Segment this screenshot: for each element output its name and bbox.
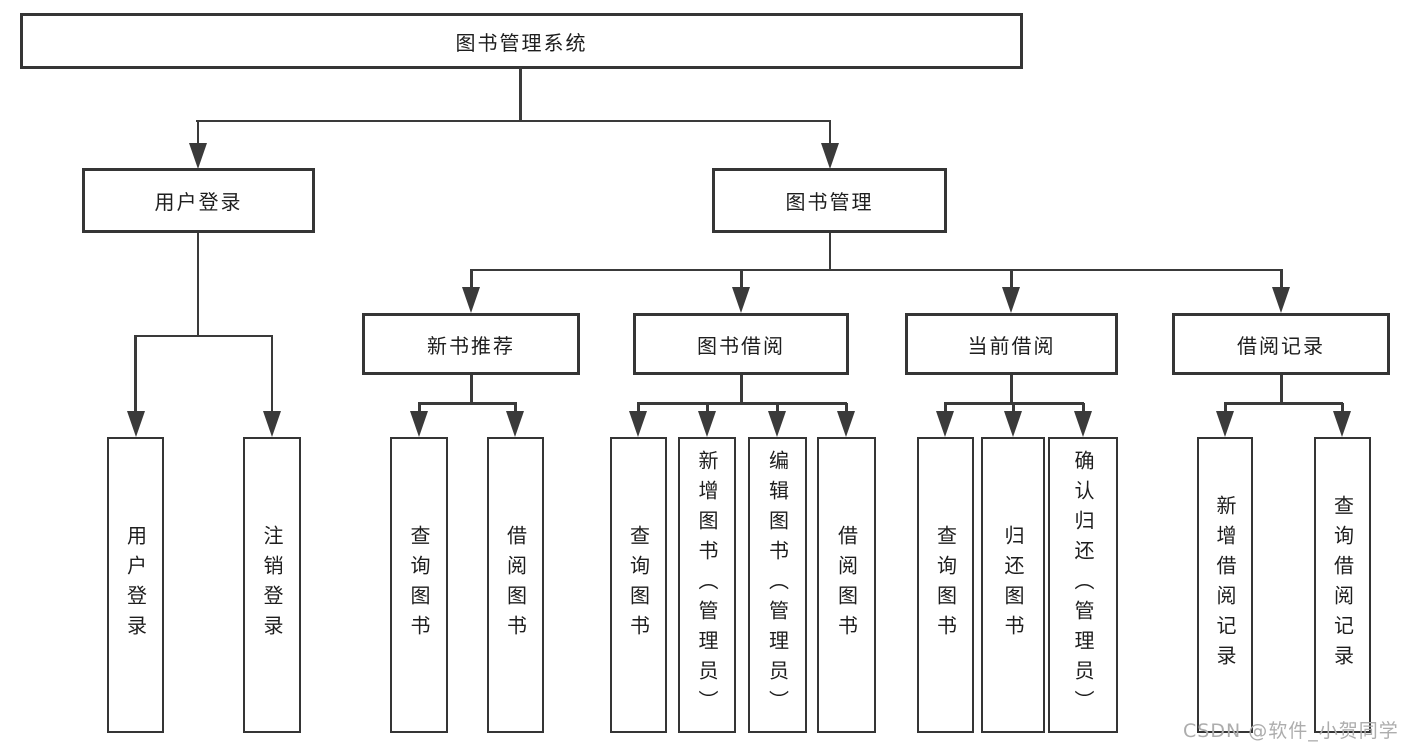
leaf-query-books-recommend: 查询图书 <box>390 437 448 733</box>
node-label: 图书管理系统 <box>455 30 588 55</box>
connector-line <box>636 402 847 405</box>
connector-line <box>1280 375 1283 404</box>
node-label: 新书推荐 <box>427 333 515 358</box>
leaf-label: 查询图书 <box>407 525 431 645</box>
connector-line <box>196 119 831 122</box>
arrowhead-down-icon <box>698 411 716 437</box>
leaf-label: 注销登录 <box>260 525 284 645</box>
node-label: 用户登录 <box>154 190 243 214</box>
leaf-add-book-admin: 新增图书（管理员） <box>678 437 736 733</box>
node-label: 借阅记录 <box>1237 333 1325 358</box>
connector-line <box>1224 403 1227 415</box>
connector-line <box>270 335 273 413</box>
arrowhead-down-icon <box>126 411 145 437</box>
arrowhead-down-icon <box>936 411 954 437</box>
connector-line <box>1012 403 1015 415</box>
connector-line <box>418 403 421 415</box>
arrowhead-down-icon <box>1074 411 1092 437</box>
connector-line <box>740 375 743 404</box>
leaf-label: 新增借阅记录 <box>1213 495 1237 675</box>
leaf-label: 新增图书（管理员） <box>695 450 719 720</box>
connector-line <box>1223 402 1343 405</box>
connector-line <box>134 335 137 413</box>
arrowhead-down-icon <box>1004 411 1022 437</box>
leaf-edit-book-admin: 编辑图书（管理员） <box>748 437 807 733</box>
arrowhead-down-icon <box>1216 411 1234 437</box>
connector-line <box>637 403 640 415</box>
arrowhead-down-icon <box>263 411 281 437</box>
node-label: 图书借阅 <box>697 333 785 358</box>
leaf-label: 确认归还（管理员） <box>1071 450 1095 720</box>
arrowhead-down-icon <box>821 143 839 169</box>
leaf-label: 归还图书 <box>1001 525 1025 645</box>
connector-line <box>944 403 947 415</box>
leaf-borrow-books-borrow: 借阅图书 <box>817 437 876 733</box>
leaf-label: 借阅图书 <box>834 525 859 645</box>
connector-line <box>469 268 1282 271</box>
leaf-confirm-return-admin: 确认归还（管理员） <box>1048 437 1118 733</box>
connector-line <box>514 403 517 415</box>
connector-line <box>706 403 709 415</box>
connector-line <box>740 269 743 289</box>
arrowhead-down-icon <box>768 411 786 437</box>
leaf-label: 查询图书 <box>626 525 651 645</box>
node-label: 图书管理 <box>785 190 874 214</box>
connector-line <box>196 120 199 145</box>
connector-line <box>828 233 831 271</box>
arrowhead-down-icon <box>1272 287 1290 313</box>
connector-line <box>133 334 273 337</box>
connector-line <box>776 403 779 415</box>
connector-line <box>470 269 473 289</box>
connector-line <box>196 233 199 337</box>
leaf-label: 查询图书 <box>933 525 958 645</box>
arrowhead-down-icon <box>506 411 524 437</box>
leaf-label: 查询借阅记录 <box>1330 495 1355 675</box>
connector-line <box>1010 269 1013 289</box>
node-book-borrow: 图书借阅 <box>633 313 849 375</box>
leaf-label: 借阅图书 <box>503 525 528 645</box>
leaf-label: 用户登录 <box>123 525 148 645</box>
leaf-return-book: 归还图书 <box>981 437 1045 733</box>
connector-line <box>417 402 517 405</box>
connector-line <box>1341 403 1344 415</box>
arrowhead-down-icon <box>189 143 207 169</box>
connector-line <box>470 375 473 404</box>
connector-line <box>1082 403 1085 415</box>
watermark: CSDN @软件_小贺同学 <box>1183 720 1399 742</box>
node-label: 当前借阅 <box>967 333 1056 358</box>
leaf-borrow-books-recommend: 借阅图书 <box>487 437 544 733</box>
node-user-login: 用户登录 <box>82 168 315 233</box>
connector-line <box>1010 375 1013 404</box>
leaf-add-borrow-record: 新增借阅记录 <box>1197 437 1253 733</box>
node-borrow-records: 借阅记录 <box>1172 313 1390 375</box>
connector-line <box>845 403 848 415</box>
node-new-book-recommend: 新书推荐 <box>362 313 580 375</box>
leaf-query-books-current: 查询图书 <box>917 437 974 733</box>
leaf-label: 编辑图书（管理员） <box>765 450 790 720</box>
arrowhead-down-icon <box>1002 287 1020 313</box>
leaf-logout: 注销登录 <box>243 437 301 733</box>
leaf-query-borrow-record: 查询借阅记录 <box>1314 437 1371 733</box>
arrowhead-down-icon <box>1333 411 1351 437</box>
leaf-query-books-borrow: 查询图书 <box>610 437 667 733</box>
node-root: 图书管理系统 <box>20 13 1023 69</box>
connector-line <box>519 67 522 122</box>
connector-line <box>1280 269 1283 289</box>
arrowhead-down-icon <box>732 287 750 313</box>
node-current-borrow: 当前借阅 <box>905 313 1118 375</box>
arrowhead-down-icon <box>462 287 480 313</box>
arrowhead-down-icon <box>837 411 855 437</box>
arrowhead-down-icon <box>410 411 428 437</box>
arrowhead-down-icon <box>629 411 647 437</box>
node-book-management: 图书管理 <box>712 168 947 233</box>
connector-line <box>828 120 831 145</box>
leaf-user-login: 用户登录 <box>107 437 164 733</box>
